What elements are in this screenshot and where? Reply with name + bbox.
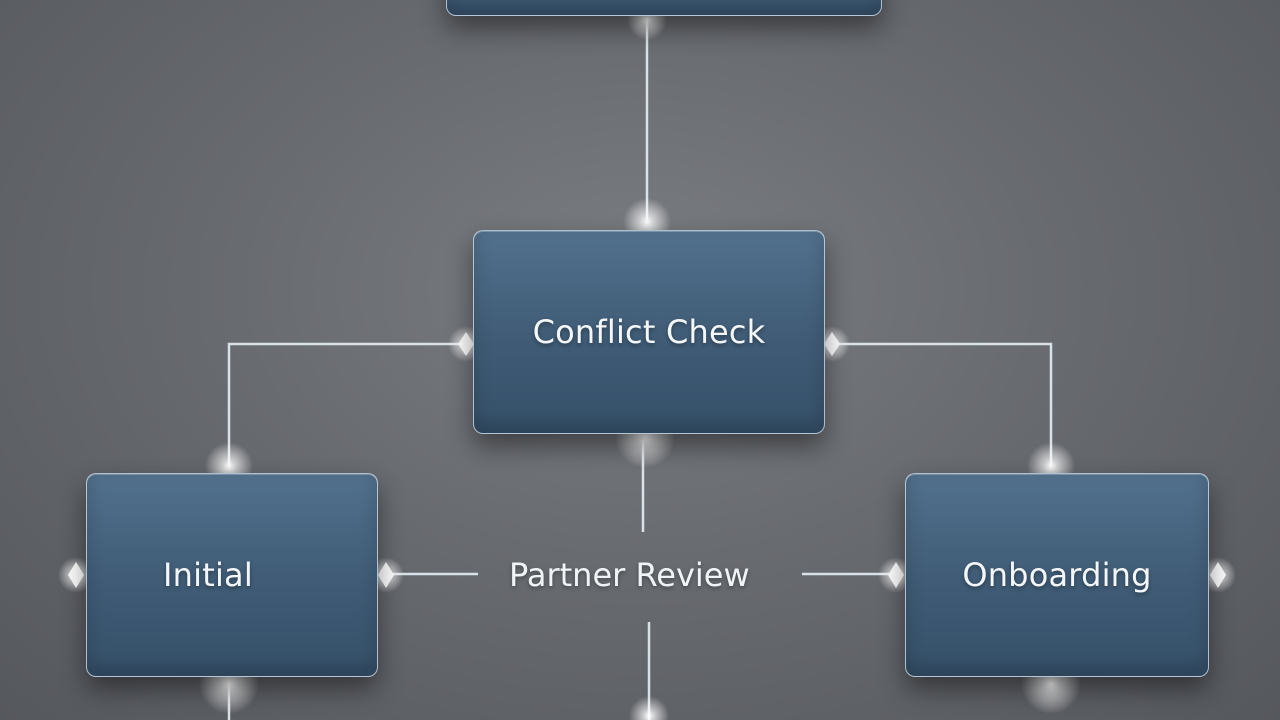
node-label: Onboarding bbox=[962, 556, 1152, 594]
diamond-connector bbox=[888, 562, 904, 588]
diamond-connector bbox=[378, 562, 394, 588]
diamond-connector bbox=[68, 562, 84, 588]
diamond-connectors bbox=[68, 332, 1226, 588]
connector-conflict-to-onboarding bbox=[832, 342, 1053, 466]
node-label: Conflict Check bbox=[532, 313, 766, 351]
node-onboarding[interactable]: Onboarding bbox=[905, 473, 1209, 677]
glow-point bbox=[629, 696, 669, 720]
connector-conflict-to-initial bbox=[227, 342, 468, 466]
node-conflict-check[interactable]: Conflict Check bbox=[473, 230, 825, 434]
node-label: Initial bbox=[163, 556, 253, 594]
diamond-connector bbox=[458, 332, 474, 356]
partner-review-label: Partner Review bbox=[509, 556, 750, 594]
diamond-connector bbox=[1210, 562, 1226, 588]
node-top[interactable] bbox=[446, 0, 882, 16]
node-initial[interactable]: Initial bbox=[86, 473, 378, 677]
diamond-connector bbox=[824, 332, 840, 356]
